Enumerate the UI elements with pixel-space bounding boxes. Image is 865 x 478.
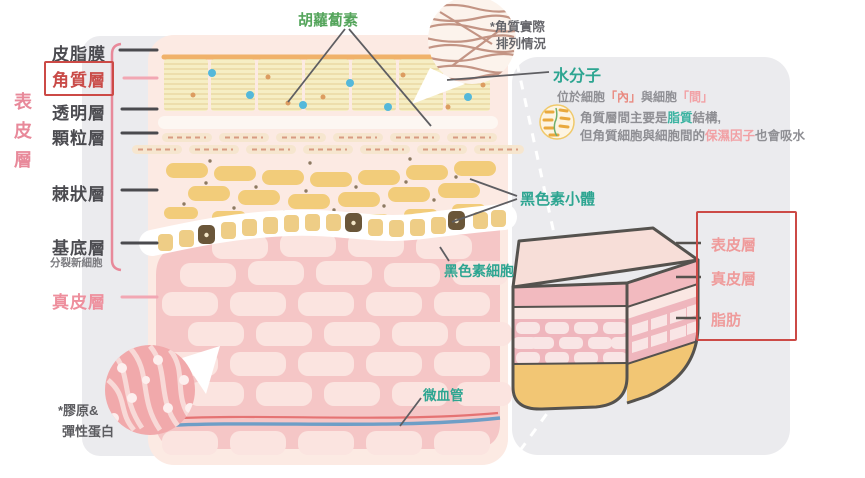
nmf-note-part1: 但角質細胞與細胞間的: [580, 129, 706, 143]
label-dashes-dark: [118, 48, 159, 245]
carotene-label: 胡蘿蔔素: [298, 12, 359, 29]
collagen-inset-wedge: [182, 346, 220, 394]
stratum-corneum-label-box: 角質層: [44, 61, 114, 96]
water-location-part3: 與細胞: [641, 90, 678, 104]
nmf-note: 但角質細胞與細胞間的保濕因子也會吸水: [580, 125, 805, 144]
capillary-red-line: [161, 411, 499, 421]
stratum-corneum-label: 角質層: [52, 71, 106, 90]
melanocyte-label: 黑色素細胞: [444, 263, 514, 279]
collagen-inset-texture: [106, 345, 195, 432]
block-front-face: [513, 283, 627, 410]
collagen-label-line2: 彈性蛋白: [62, 424, 115, 439]
water-molecule-label: 水分子: [553, 68, 602, 85]
keratin-inset-note-line2: 排列情況: [496, 37, 547, 51]
lipid-note-part3: 結構,: [692, 111, 722, 125]
water-location-inner: 「內」: [605, 90, 642, 104]
nmf-note-part3: 也會吸水: [755, 129, 806, 143]
stratum-lucidum-label: 透明層: [52, 104, 106, 123]
stratum-granulosum-label: 顆粒層: [52, 129, 106, 148]
lipid-cell-icon: [539, 104, 575, 140]
stratum-basale-cells: [158, 210, 506, 251]
collagen-label-line1: *膠原&: [58, 403, 99, 418]
skin-cross-section-block: [511, 226, 701, 411]
water-location-note: 位於細胞「內」與細胞「間」: [557, 88, 713, 105]
label-dashes-pink: [120, 76, 159, 299]
capillary-label: 微血管: [423, 388, 464, 403]
water-location-part1: 位於細胞: [557, 90, 606, 104]
water-location-between: 「間」: [677, 90, 714, 104]
cross-section-label-box: [696, 211, 797, 341]
keratin-inset-wedge: [412, 68, 465, 104]
cross-section-epidermis-label: 表皮層: [711, 237, 757, 254]
dermis-label: 真皮層: [52, 293, 106, 312]
lipid-note-part1: 角質層間主要是: [580, 111, 668, 125]
epidermis-vertical-label: 表皮層: [14, 92, 32, 170]
epidermis-bracket: [110, 42, 122, 272]
nmf-note-nmf: 保濕因子: [705, 129, 756, 143]
stratum-lucidum-band: [158, 116, 498, 129]
cross-section-dermis-label: 真皮層: [711, 271, 757, 288]
stratum-spinosum-label: 棘狀層: [52, 185, 106, 204]
main-skin-diagram: [131, 35, 525, 465]
annotation-lines: [287, 28, 550, 427]
melanocyte-cells: [198, 211, 465, 244]
basale-subnote-label: 分裂新細胞: [50, 257, 103, 269]
melanosome-label: 黑色素小體: [520, 191, 596, 208]
keratin-inset-note-line1: *角質實際: [490, 20, 545, 34]
carotene-dots: [190, 72, 486, 110]
cross-section-fat-label: 脂肪: [711, 312, 742, 329]
lipid-note: 角質層間主要是脂質結構,: [580, 107, 721, 126]
capillary-blue-line: [157, 416, 501, 428]
lipid-note-lipid: 脂質: [667, 111, 693, 125]
sebum-film-label: 皮脂膜: [52, 45, 106, 64]
stratum-basale-label: 基底層: [52, 239, 106, 258]
